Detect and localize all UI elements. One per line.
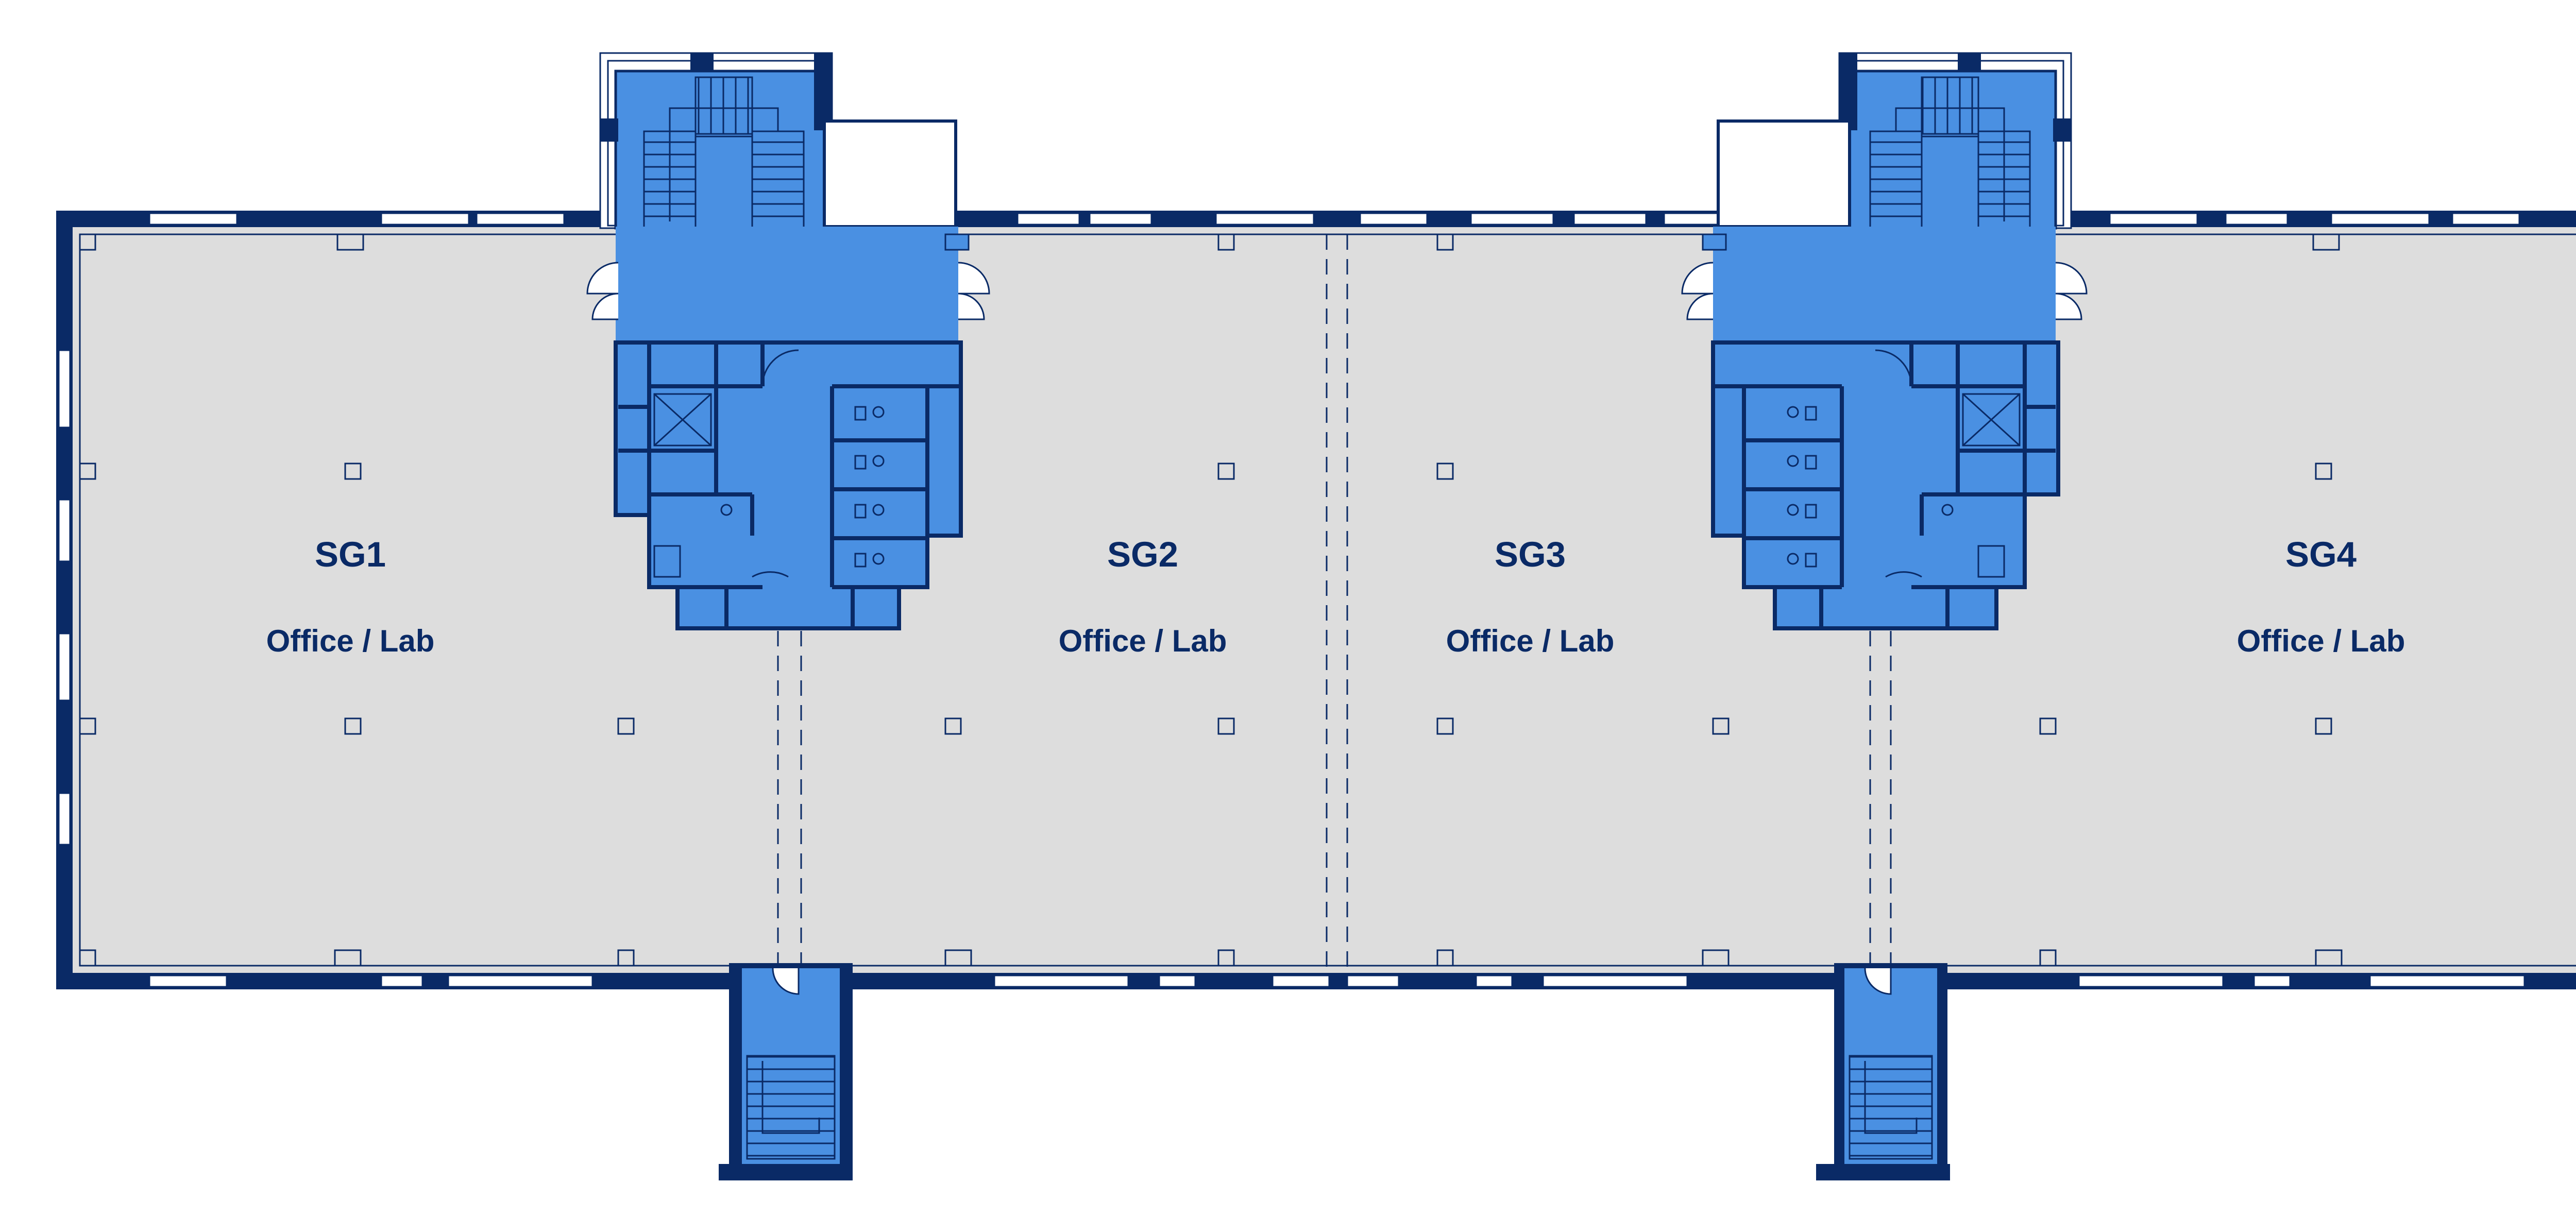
- column-icon: [617, 949, 635, 967]
- column-icon: [344, 462, 362, 480]
- column-icon: [1217, 462, 1235, 480]
- column-icon: [1436, 717, 1454, 735]
- column-icon: [944, 717, 962, 735]
- column-icon: [79, 462, 96, 480]
- door-swing-icon: [772, 968, 800, 995]
- door-swing-icon: [1681, 262, 1714, 295]
- stair-icon: [746, 1055, 836, 1160]
- division-lines: [777, 234, 1892, 968]
- column-icon: [2039, 717, 2057, 735]
- column-icon: [1712, 717, 1730, 735]
- unit-label-sg1: SG1 Office / Lab: [266, 535, 435, 658]
- column-icon: [79, 949, 96, 967]
- column-icon: [1436, 233, 1454, 251]
- outer-wall: [56, 211, 2576, 989]
- column-icon: [944, 949, 972, 967]
- lobby-left: [616, 227, 958, 345]
- door-swing-icon: [1885, 571, 1922, 578]
- column-icon: [2315, 949, 2343, 967]
- door-swing-icon: [586, 262, 619, 295]
- lift-icon: [653, 393, 712, 447]
- lobby-right: [1713, 227, 2056, 345]
- column-icon: [79, 717, 96, 735]
- column-icon: [344, 717, 362, 735]
- unit-name: SG2: [1107, 535, 1178, 574]
- column-icon: [1217, 949, 1235, 967]
- toilet-icon: [1787, 406, 2005, 578]
- column-icon: [79, 233, 96, 251]
- column-icon: [1702, 949, 1730, 967]
- floor-slab: [64, 219, 2576, 981]
- column-icon: [2315, 717, 2332, 735]
- unit-label-sg4: SG4 Office / Lab: [2237, 535, 2405, 658]
- door-swing-icon: [958, 262, 990, 295]
- column-icon: [1217, 717, 1235, 735]
- door-swing-icon: [752, 571, 789, 578]
- column-icon: [334, 949, 362, 967]
- unit-use: Office / Lab: [1059, 624, 1227, 658]
- door-swing-icon: [2055, 293, 2082, 320]
- unit-name: SG3: [1495, 535, 1566, 574]
- door-swing-icon: [1875, 349, 1912, 387]
- column-icon: [1436, 949, 1454, 967]
- column-icon: [2039, 949, 2057, 967]
- column-icon: [1436, 462, 1454, 480]
- column-icon: [1217, 233, 1235, 251]
- stair-icon: [1869, 130, 1923, 235]
- unit-use: Office / Lab: [266, 624, 435, 658]
- windows-bottom: [148, 974, 2526, 988]
- door-swing-icon: [958, 293, 985, 320]
- annex-left: [823, 119, 957, 228]
- core-left: [586, 52, 990, 1180]
- unit-name: SG1: [315, 535, 386, 574]
- door-swing-icon: [1686, 293, 1714, 320]
- annex-right: [1717, 119, 1851, 228]
- door-swing-icon: [591, 293, 619, 320]
- unit-use: Office / Lab: [1446, 624, 1615, 658]
- door-swing-icon: [761, 349, 799, 387]
- column-icon: [2315, 462, 2332, 480]
- lift-icon: [1962, 393, 2021, 447]
- column-grid: [79, 233, 2343, 967]
- door-swing-icon: [1864, 968, 1892, 995]
- unit-label-sg2: SG2 Office / Lab: [1059, 535, 1227, 658]
- column-icon: [2312, 233, 2340, 251]
- inner-wall-line: [79, 233, 2576, 967]
- unit-use: Office / Lab: [2237, 624, 2405, 658]
- core-right: [1681, 52, 2088, 1180]
- stair-icon: [1849, 1055, 1933, 1160]
- unit-name: SG4: [2285, 535, 2357, 574]
- unit-label-sg3: SG3 Office / Lab: [1446, 535, 1615, 658]
- column-icon: [336, 233, 364, 251]
- column-icon: [617, 717, 635, 735]
- windows-sides: [58, 349, 71, 846]
- toilet-icon: [653, 406, 885, 578]
- door-swing-icon: [2055, 262, 2088, 295]
